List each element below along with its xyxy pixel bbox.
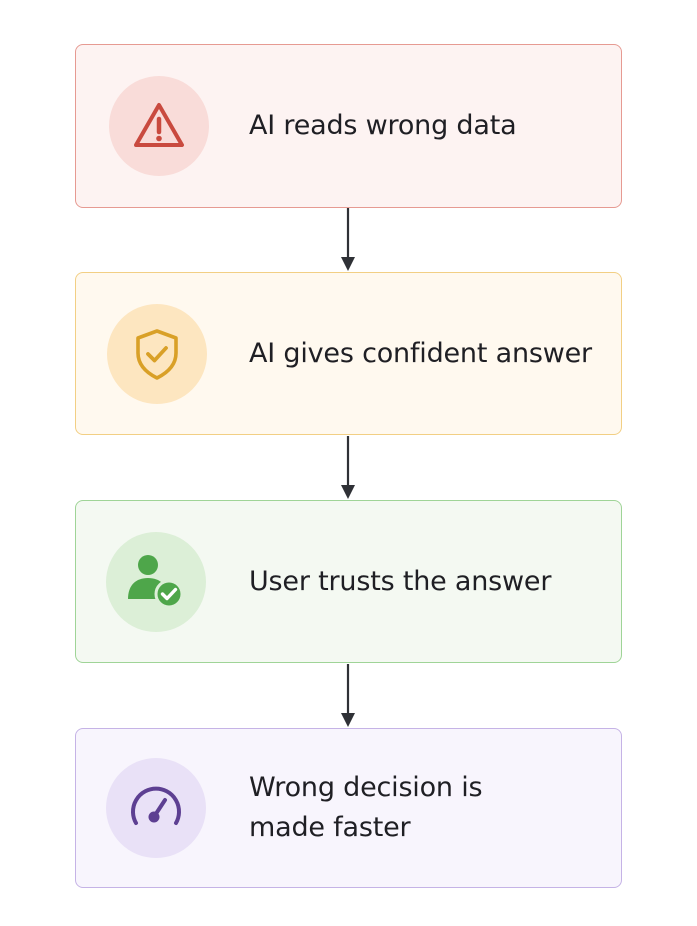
- step-ai-reads-wrong-data: AI reads wrong data: [75, 44, 622, 208]
- step-label: User trusts the answer: [249, 565, 552, 597]
- step-label: AI gives confident answer: [249, 337, 592, 369]
- shield-check-icon: [136, 328, 178, 380]
- user-check-icon: [128, 554, 184, 608]
- step-ai-gives-confident-answer: AI gives confident answer: [75, 272, 622, 435]
- step-wrong-decision-faster: Wrong decision is made faster: [75, 728, 622, 888]
- step-label: AI reads wrong data: [249, 110, 517, 141]
- step-user-trusts-answer: User trusts the answer: [75, 500, 622, 663]
- arrow-down-icon: [341, 208, 355, 271]
- speedometer-icon: [131, 786, 181, 825]
- shield-circle: [107, 303, 207, 404]
- arrow-down-icon: [341, 436, 355, 499]
- warning-triangle-icon: [134, 103, 184, 147]
- step-label: Wrong decision is made faster: [249, 772, 483, 843]
- warning-circle: [109, 76, 209, 176]
- arrow-down-icon: [341, 664, 355, 727]
- speedometer-circle: [106, 758, 206, 858]
- user-circle: [106, 531, 206, 632]
